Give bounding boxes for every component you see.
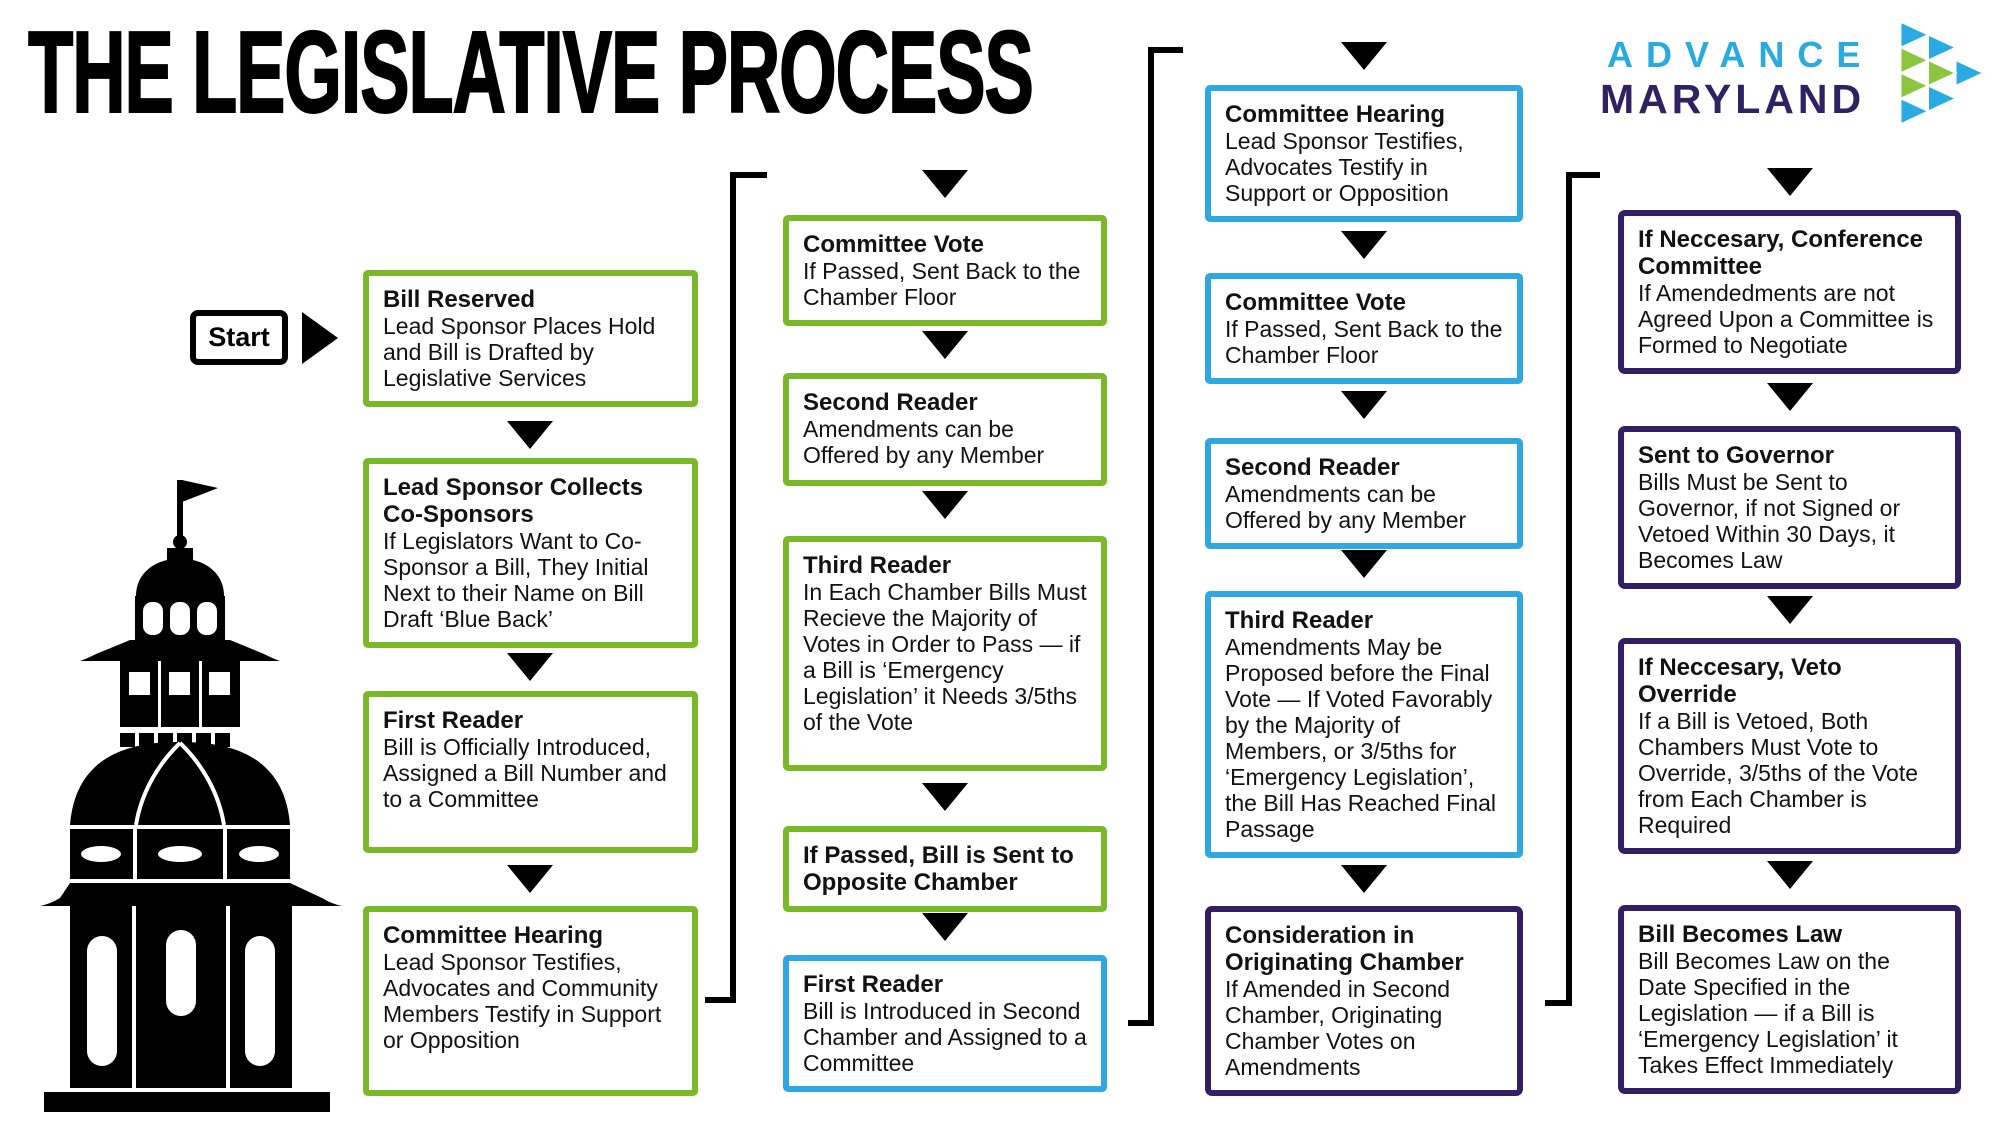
down-arrow-icon [922, 170, 968, 198]
down-arrow-icon [922, 783, 968, 811]
down-arrow-icon [922, 491, 968, 519]
box-if-passed-sent-opposite-chamber: If Passed, Bill is Sent to Opposite Cham… [783, 826, 1107, 913]
connector-2-top [1148, 47, 1183, 53]
page-title: THE LEGISLATIVE PROCESS [27, 7, 1034, 137]
connector-3-vertical [1566, 172, 1572, 1006]
down-arrow-icon [1341, 42, 1387, 70]
logo-arrow-icon [1899, 22, 1986, 124]
connector-2-vertical [1148, 47, 1154, 1026]
connector-1-bottom [705, 997, 736, 1003]
down-arrow-icon [1767, 383, 1813, 411]
logo-text-advance: ADVANCE [1607, 34, 1874, 75]
box-bill-reserved: Bill Reserved Lead Sponsor Places Hold a… [363, 270, 698, 408]
connector-1-top [730, 172, 767, 178]
capitol-building-illustration [40, 480, 342, 1112]
box-third-reader-3: Third Reader Amendments May be Proposed … [1205, 591, 1523, 858]
box-second-reader-3: Second Reader Amendments can be Offered … [1205, 438, 1523, 550]
down-arrow-icon [507, 653, 553, 681]
box-committee-vote-2: Committee Vote If Passed, Sent Back to t… [783, 215, 1107, 327]
start-label: Start [208, 322, 270, 352]
connector-2-bottom [1128, 1020, 1154, 1026]
down-arrow-icon [1767, 168, 1813, 196]
box-lead-sponsor-collects-cosponsors: Lead Sponsor Collects Co-Sponsors If Leg… [363, 458, 698, 649]
connector-1-vertical [730, 172, 736, 1003]
down-arrow-icon [1341, 865, 1387, 893]
logo-text-maryland: MARYLAND [1600, 76, 1866, 122]
box-veto-override: If Neccesary, Veto Override If a Bill is… [1618, 638, 1961, 855]
box-first-reader: First Reader Bill is Officially Introduc… [363, 691, 698, 853]
down-arrow-icon [922, 913, 968, 941]
box-bill-becomes-law: Bill Becomes Law Bill Becomes Law on the… [1618, 905, 1961, 1095]
connector-3-bottom [1545, 1000, 1572, 1006]
down-arrow-icon [507, 865, 553, 893]
down-arrow-icon [1767, 596, 1813, 624]
down-arrow-icon [1341, 231, 1387, 259]
down-arrow-icon [507, 421, 553, 449]
box-first-reader-second-chamber: First Reader Bill is Introduced in Secon… [783, 955, 1107, 1093]
down-arrow-icon [922, 331, 968, 359]
down-arrow-icon [1341, 550, 1387, 578]
start-box: Start [190, 310, 288, 365]
start-arrow-icon [302, 312, 338, 364]
down-arrow-icon [1767, 861, 1813, 889]
box-second-reader-2: Second Reader Amendments can be Offered … [783, 373, 1107, 486]
box-committee-vote-3: Committee Vote If Passed, Sent Back to t… [1205, 273, 1523, 385]
box-sent-to-governor: Sent to Governor Bills Must be Sent to G… [1618, 426, 1961, 590]
box-consideration-originating-chamber: Consideration in Originating Chamber If … [1205, 906, 1523, 1097]
box-conference-committee: If Neccesary, Conference Committee If Am… [1618, 210, 1961, 375]
box-committee-hearing-3: Committee Hearing Lead Sponsor Testifies… [1205, 85, 1523, 223]
box-committee-hearing: Committee Hearing Lead Sponsor Testifies… [363, 906, 698, 1096]
connector-3-top [1566, 172, 1600, 178]
down-arrow-icon [1341, 391, 1387, 419]
box-third-reader-2: Third Reader In Each Chamber Bills Must … [783, 536, 1107, 771]
